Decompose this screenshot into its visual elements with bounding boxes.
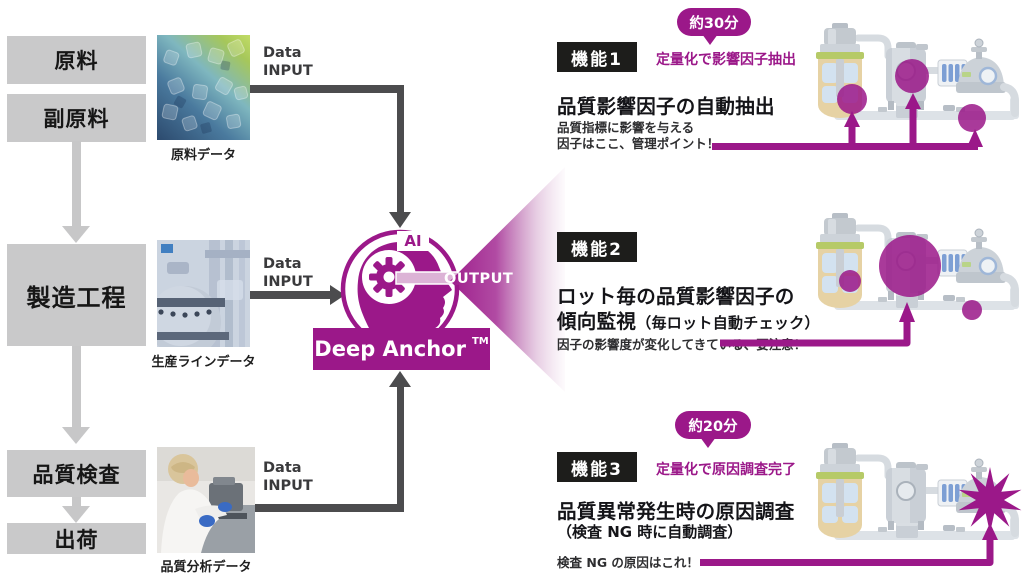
function2-title-line1: ロット毎の品質影響因子の xyxy=(557,285,795,308)
function3-tagline: 定量化で原因調査完了 xyxy=(656,462,796,478)
photo-caption: 原料データ xyxy=(170,148,236,163)
photo-caption: 品質分析データ xyxy=(160,560,252,575)
flow-arrow-down-icon xyxy=(62,226,90,243)
function3-badge: 機能3 xyxy=(557,452,637,482)
output-beam xyxy=(450,167,565,392)
function3-time-bubble: 約20分 xyxy=(675,411,751,439)
function3-desc: 検査 NG の原因はこれ！ xyxy=(557,555,699,570)
function3-title: 品質異常発生時の原因調査 xyxy=(557,500,795,523)
production-line-photo xyxy=(157,240,250,347)
input-arrow-line xyxy=(396,387,404,511)
function1-tagline: 定量化で影響因子抽出 xyxy=(656,52,796,68)
trademark-mark: TM xyxy=(471,335,489,347)
input-arrow-line xyxy=(250,291,332,299)
function2-title-line2-big: 傾向監視 xyxy=(557,310,637,333)
process-box-label: 品質検査 xyxy=(32,462,121,487)
process-box-quality-inspection: 品質検査 xyxy=(7,450,146,497)
lab-analyst-photo xyxy=(157,447,255,553)
input-arrow-line xyxy=(255,504,404,512)
process-box-label: 出荷 xyxy=(54,527,99,552)
process-box-shipping: 出荷 xyxy=(7,523,146,554)
function2-title-line2-small: （毎ロット自動チェック） xyxy=(636,314,820,332)
function1-title: 品質影響因子の自動抽出 xyxy=(557,95,775,118)
plant-lot-monitoring-illustration xyxy=(720,205,1029,347)
function2-title-line2: 傾向監視（毎ロット自動チェック） xyxy=(557,305,820,334)
bubble-tail-icon xyxy=(702,34,718,45)
failure-starburst-icon xyxy=(958,467,1022,533)
plant-failure-starburst-illustration xyxy=(700,435,1029,566)
flow-arrow-down-icon xyxy=(62,427,90,444)
flow-arrow-line xyxy=(72,346,81,427)
ai-label: AI xyxy=(397,231,429,251)
flow-arrow-line xyxy=(72,497,81,506)
process-box-label: 副原料 xyxy=(43,107,110,131)
flow-arrow-down-icon xyxy=(62,506,90,523)
input-arrow-up-icon xyxy=(389,371,411,387)
gear-icon xyxy=(369,257,409,297)
bubble-tail-icon xyxy=(700,437,716,448)
process-box-label: 原料 xyxy=(54,49,99,73)
output-arrows xyxy=(720,302,915,347)
function3-subtitle: （検査 NG 時に自動調査） xyxy=(557,523,743,541)
photo-caption: 生産ラインデータ xyxy=(151,355,256,370)
input-arrow-line xyxy=(396,85,404,214)
process-box-sub-raw-material: 副原料 xyxy=(7,94,146,142)
deep-anchor-brand-badge: Deep Anchor TM xyxy=(313,328,490,370)
function2-badge: 機能2 xyxy=(557,232,637,262)
brand-name: Deep Anchor xyxy=(314,337,466,361)
process-box-raw-material: 原料 xyxy=(7,36,146,84)
function1-time-bubble: 約30分 xyxy=(677,8,751,36)
process-box-manufacturing: 製造工程 xyxy=(7,244,146,346)
data-input-label: Data INPUT xyxy=(263,460,313,494)
resin-pellets-photo xyxy=(157,35,250,140)
process-box-label: 製造工程 xyxy=(26,283,127,312)
input-arrow-line xyxy=(250,85,404,93)
plant-highlight-circles-illustration xyxy=(712,15,1029,150)
output-arrows xyxy=(712,93,983,150)
data-input-label: Data INPUT xyxy=(263,256,313,290)
data-input-label: Data INPUT xyxy=(263,45,313,79)
input-arrow-down-icon xyxy=(389,212,411,228)
flow-arrow-line xyxy=(72,141,81,226)
function1-desc: 品質指標に影響を与える 因子はここ、管理ポイント！ xyxy=(557,120,720,151)
function1-badge: 機能1 xyxy=(557,42,637,72)
output-label: OUTPUT xyxy=(444,271,514,287)
